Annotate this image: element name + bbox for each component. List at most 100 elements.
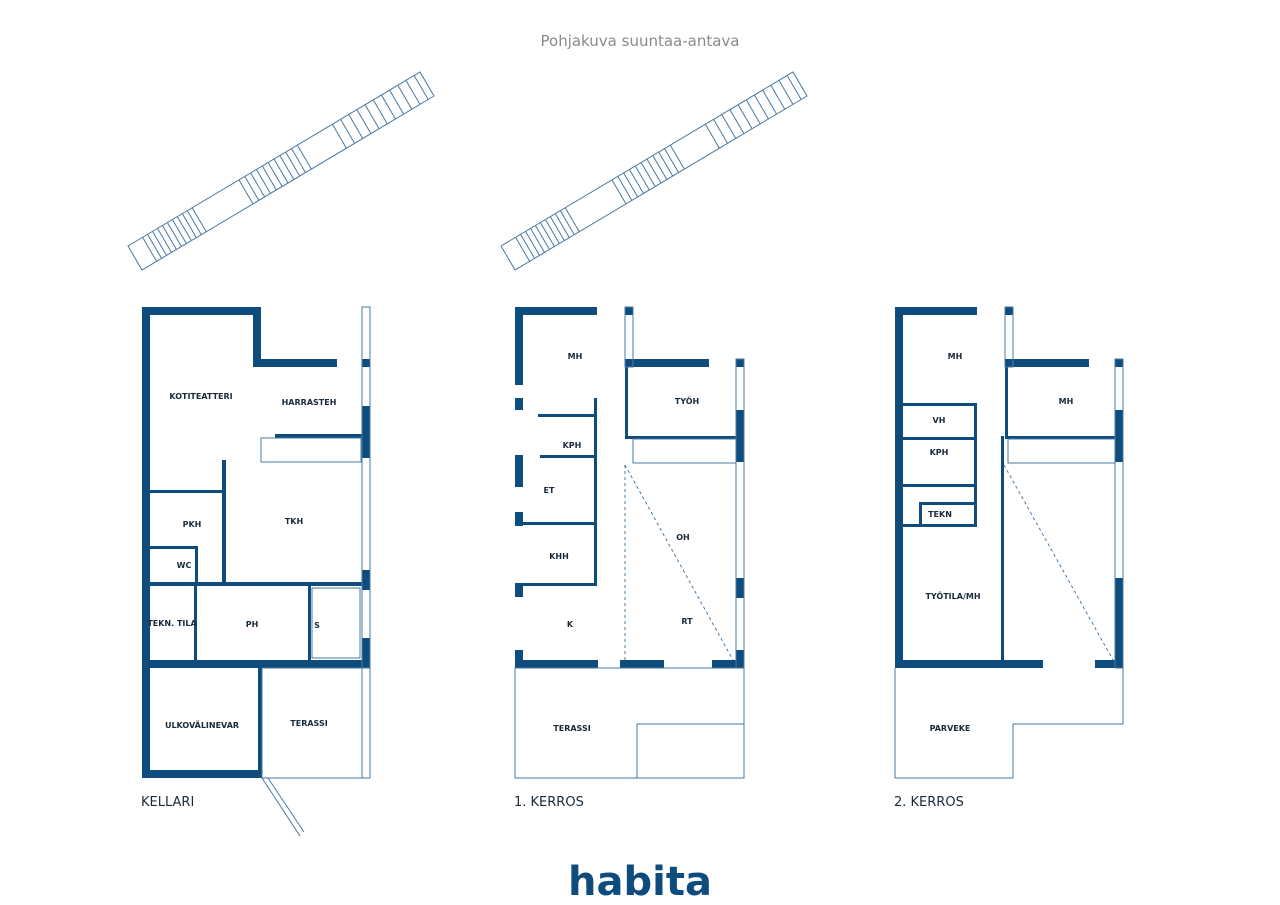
room-label: WC — [177, 561, 192, 570]
room-label: TYÖH — [675, 396, 699, 406]
stair-tread — [244, 176, 260, 201]
floor-kellari: KOTITEATTERI HARRASTEH PKH TKH WC TEKN. … — [141, 306, 371, 837]
stair-tread — [669, 144, 685, 170]
stair-tread — [176, 216, 192, 241]
stair-tread — [658, 151, 674, 177]
room-label: PARVEKE — [930, 724, 971, 733]
stair-tread — [525, 231, 540, 256]
floor-name: KELLARI — [141, 795, 194, 810]
room-label: KHH — [549, 552, 569, 561]
stair-tread — [786, 75, 802, 100]
room-label: PKH — [183, 520, 202, 529]
stair-tread — [191, 207, 207, 232]
room-label: K — [567, 620, 574, 629]
stair-tread — [364, 104, 380, 129]
stair-tread — [157, 228, 172, 253]
stair-tread — [535, 225, 550, 250]
stair-tread — [340, 119, 356, 144]
room-label: HARRASTEH — [282, 398, 337, 407]
floor-2-kerros: MH MH VH KPH TEKN TYÖTILA/MH PARVEKE 2. … — [894, 306, 1124, 810]
room-label: MH — [1059, 397, 1074, 406]
room-label: S — [314, 621, 320, 630]
stair-tread — [559, 210, 575, 235]
stair-tread — [186, 210, 202, 235]
stair-tread — [267, 162, 283, 187]
stair-tread — [634, 165, 650, 191]
stair-tread — [539, 222, 555, 247]
stair-tread — [554, 213, 570, 238]
room-label: KPH — [930, 448, 949, 457]
room-label: KPH — [563, 441, 582, 450]
stair-tread — [397, 84, 413, 110]
stair-tread — [652, 155, 668, 180]
stair-tread — [611, 179, 627, 205]
stair-tread — [356, 109, 372, 134]
stair-tread — [279, 155, 295, 180]
stair-tread — [171, 219, 187, 244]
stair-tread — [381, 94, 396, 120]
stair-tread — [348, 114, 364, 139]
stair-tread — [623, 172, 639, 198]
stair-tread — [617, 176, 633, 201]
stair-tread — [152, 231, 167, 256]
room-label: PH — [246, 620, 259, 629]
stair-tread — [238, 179, 254, 205]
stair-tread — [640, 162, 656, 187]
stair-tread — [291, 148, 306, 173]
room-label: MH — [948, 352, 963, 361]
floor-1-kerros: MH TYÖH KPH ET KHH OH K RT TERASSI 1. KE… — [514, 306, 745, 810]
stair-tread — [261, 165, 277, 191]
stair-tread — [520, 234, 535, 259]
room-label: TEKN. TILA — [147, 619, 197, 628]
stair-tread — [745, 99, 761, 125]
stair-tread — [142, 237, 158, 262]
site-stairs-left — [127, 71, 435, 271]
stair-tread — [530, 228, 545, 253]
room-label: TYÖTILA/MH — [925, 591, 980, 601]
stair-tread — [629, 169, 644, 194]
habita-logo: habita — [568, 859, 712, 905]
stair-tread — [331, 123, 347, 149]
room-label: TERASSI — [290, 719, 327, 728]
stair-tread — [181, 213, 197, 238]
stair-tread — [721, 114, 737, 139]
room-label: TERASSI — [553, 724, 590, 733]
stair-tread — [285, 151, 301, 177]
room-label: VH — [933, 416, 946, 425]
room-label: TEKN — [928, 510, 952, 519]
stair-tread — [162, 225, 177, 250]
stair-tread — [405, 80, 421, 105]
stair-tread — [549, 216, 565, 241]
stair-tread — [515, 237, 531, 262]
stair-tread — [250, 172, 266, 198]
stair-tread — [147, 234, 162, 259]
room-label: TKH — [285, 517, 303, 526]
stair-tread — [413, 75, 429, 100]
room-label: OH — [676, 533, 690, 542]
stair-tread — [372, 99, 388, 125]
stair-tread — [737, 104, 753, 129]
stair-tread — [762, 89, 778, 115]
stair-tread — [770, 84, 786, 110]
stair-tread — [704, 123, 720, 149]
stair-tread — [713, 119, 729, 144]
stair-tread — [664, 148, 679, 173]
stair-tread — [754, 94, 769, 120]
room-label: KOTITEATTERI — [169, 392, 232, 401]
stair-tread — [166, 222, 182, 247]
stair-tread — [389, 89, 405, 115]
room-label: RT — [681, 617, 693, 626]
floor-name: 2. KERROS — [894, 795, 964, 810]
room-label: MH — [568, 352, 583, 361]
stair-tread — [646, 158, 662, 184]
floor-name: 1. KERROS — [514, 795, 584, 810]
room-label: ET — [544, 486, 555, 495]
stair-tread — [273, 158, 289, 184]
stair-tread — [256, 169, 271, 194]
plan-title: Pohjakuva suuntaa-antava — [540, 32, 740, 50]
stair-tread — [296, 144, 312, 170]
stair-tread — [778, 80, 794, 105]
site-stairs-middle — [500, 71, 808, 271]
stair-tread — [544, 219, 560, 244]
